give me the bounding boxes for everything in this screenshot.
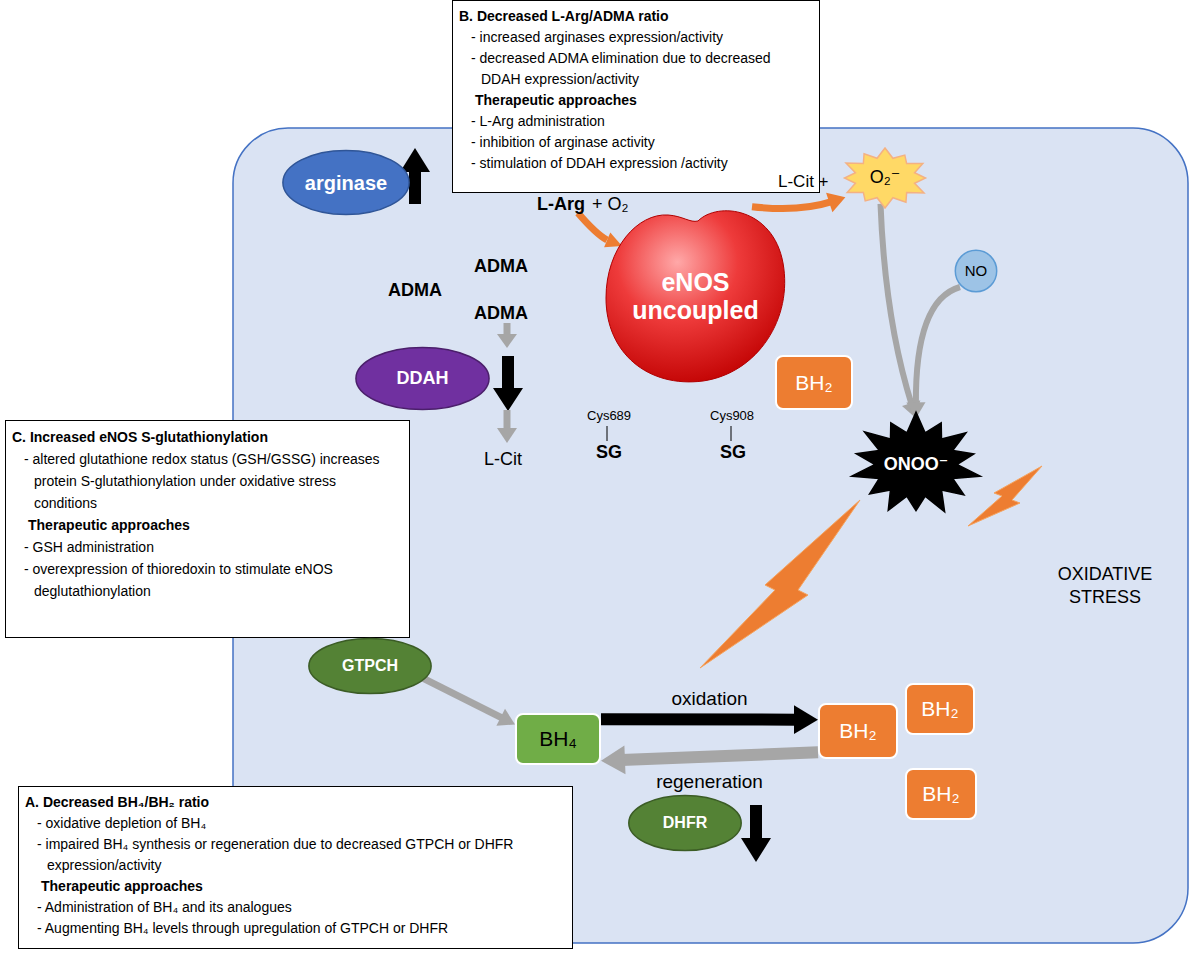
arrow-head	[496, 709, 515, 726]
synthesis-arrow	[423, 678, 515, 726]
substrate-arrow	[578, 213, 607, 240]
burst-shape	[852, 412, 981, 512]
info-box: C. Increased eNOS S-glutathionylation- a…	[5, 420, 410, 638]
connector-line	[423, 678, 503, 718]
edge-label: oxidation	[671, 688, 747, 710]
box-sub: Therapeutic approaches	[459, 90, 811, 111]
node-label: O₂⁻	[870, 168, 901, 188]
box-head: A. Decreased BH₄/BH₂ ratio	[25, 792, 564, 813]
box-bul: - impaired BH₄ synthesis or regeneration…	[25, 834, 564, 876]
node-label: arginase	[305, 172, 387, 194]
product-label: L-Cit +	[778, 172, 829, 192]
node-label: DHFR	[663, 814, 707, 832]
bond-line	[731, 426, 732, 441]
box-bul: - altered glutathione redox status (GSH/…	[12, 448, 401, 514]
inhibitor-label: ADMA	[474, 303, 528, 324]
box-bul: - inhibition of arginase activity	[459, 132, 811, 153]
regeneration-arrow	[601, 746, 818, 775]
enzyme-ellipse: DDAH	[355, 347, 490, 410]
molecule-circle: NO	[955, 250, 997, 292]
enzyme-ellipse: DHFR	[628, 795, 742, 851]
burst-shape	[845, 148, 926, 208]
arrow-head	[604, 232, 622, 247]
box-bul: - stimulation of DDAH expression /activi…	[459, 153, 811, 174]
radical-burst: O₂⁻	[840, 148, 930, 208]
node-label: ONOO⁻	[884, 455, 949, 475]
box-bul: - Administration of BH₄ and its analogue…	[25, 897, 564, 918]
ellipse-shape	[356, 347, 489, 409]
cofactor-box: BH₄	[515, 713, 601, 765]
box-bul: - overexpression of thioredoxin to stimu…	[12, 558, 401, 602]
connector-line	[881, 204, 912, 405]
arrow-head	[497, 428, 517, 443]
oxidation-arrow	[601, 705, 818, 734]
residue-label: Cys908	[710, 408, 754, 423]
box-head: C. Increased eNOS S-glutathionylation	[12, 426, 401, 448]
cofactor-box: BH₂	[775, 355, 853, 410]
reaction-arrow	[906, 287, 960, 418]
box-bul: - decreased ADMA elimination due to decr…	[459, 48, 811, 90]
ellipse-shape	[629, 795, 741, 850]
connector-line	[916, 287, 960, 405]
info-box: A. Decreased BH₄/BH₂ ratio- oxidative de…	[18, 786, 573, 949]
node-label: BH₂	[839, 719, 876, 742]
ellipse-shape	[309, 638, 431, 693]
oxidant-burst: ONOO⁻	[850, 412, 982, 517]
lightning-bolt	[700, 500, 860, 668]
connector-line	[752, 202, 832, 209]
blob-shape	[606, 211, 785, 382]
arrow-head	[601, 746, 626, 775]
arrow-head	[794, 705, 818, 734]
enzyme-ellipse: GTPCH	[308, 638, 432, 694]
node-label: BH₂	[922, 782, 959, 805]
cofactor-box: BH₂	[818, 703, 898, 759]
arrow-head	[826, 193, 845, 212]
node-label: GTPCH	[342, 657, 398, 675]
node-label: BH₄	[539, 727, 577, 750]
box-bul: - oxidative depletion of BH₄	[25, 813, 564, 834]
box-bul: - GSH administration	[12, 536, 401, 558]
inhibitor-label: ADMA	[388, 280, 442, 301]
node-label: BH₂	[921, 697, 958, 720]
product-arrow	[752, 193, 845, 212]
decrease-arrow	[741, 805, 771, 862]
box-sub: Therapeutic approaches	[25, 876, 564, 897]
node-label: BH₂	[795, 371, 832, 394]
ellipse-shape	[955, 250, 996, 291]
substrate-label: + O₂	[592, 194, 629, 215]
modification-label: SG	[596, 442, 622, 463]
bond-line	[607, 426, 608, 441]
arrow-head	[497, 334, 517, 348]
residue-label: Cys689	[587, 408, 631, 423]
edge-label: regeneration	[656, 771, 763, 793]
enzyme-ellipse: arginase	[282, 150, 410, 215]
inhibitor-label: ADMA	[474, 256, 528, 277]
product-label: L-Cit	[484, 449, 522, 470]
node-label: eNOS uncoupled	[621, 269, 771, 324]
modification-label: SG	[720, 442, 746, 463]
box-bul: - L-Arg administration	[459, 111, 811, 132]
info-box: B. Decreased L-Arg/ADMA ratio- increased…	[452, 0, 820, 193]
node-label: NO	[965, 263, 988, 280]
box-bul: - Augmenting BH₄ levels through upregula…	[25, 918, 564, 939]
substrate-label: L-Arg	[537, 194, 585, 215]
enzyme-blob: eNOS uncoupled	[598, 193, 793, 388]
node-label: DDAH	[397, 369, 449, 389]
ellipse-shape	[283, 150, 409, 214]
box-sub: Therapeutic approaches	[12, 514, 401, 536]
effect-label: OXIDATIVE STRESS	[1040, 563, 1170, 608]
box-head: B. Decreased L-Arg/ADMA ratio	[459, 6, 811, 27]
connector-line	[621, 752, 818, 760]
box-bul: - increased arginases expression/activit…	[459, 27, 811, 48]
cofactor-box: BH₂	[905, 768, 977, 820]
conversion-line	[504, 323, 511, 335]
conversion-line	[504, 410, 511, 429]
connector-line	[601, 713, 798, 726]
cofactor-box: BH₂	[905, 683, 975, 735]
decrease-arrow	[493, 356, 523, 411]
